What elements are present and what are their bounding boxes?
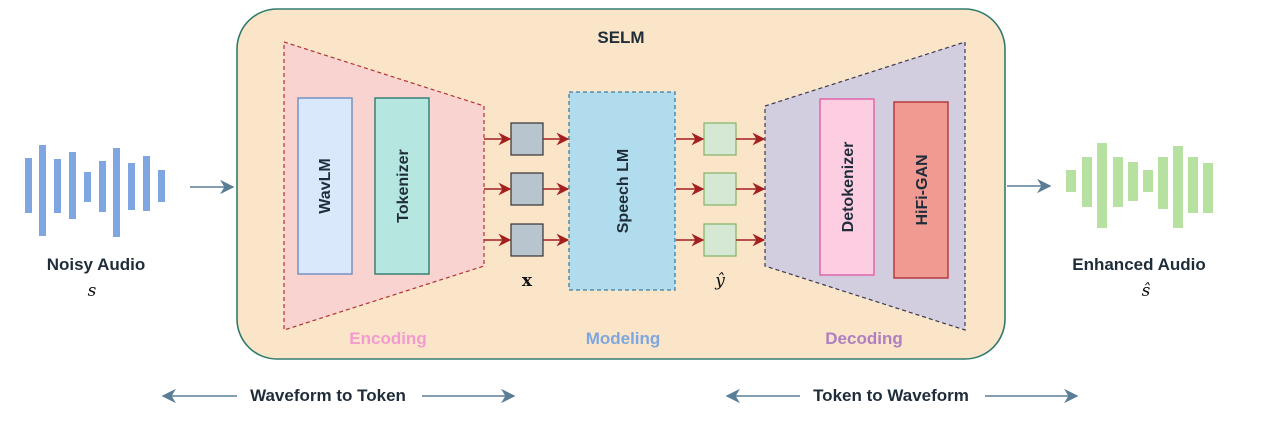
decoding-stage-label: Decoding — [825, 329, 902, 348]
input-token-2 — [510, 172, 544, 206]
enhanced-audio-label: Enhanced Audio — [1072, 255, 1206, 274]
token-to-waveform-label: Token to Waveform — [813, 386, 969, 405]
noisy-waveform-icon — [25, 145, 165, 237]
speech-lm-block — [568, 91, 676, 291]
detokenizer-label: Detokenizer — [840, 142, 857, 233]
enhanced-audio-symbol: ŝ — [1142, 281, 1151, 301]
input-token-3 — [510, 223, 544, 257]
wavlm-label: WavLM — [317, 158, 334, 213]
tokenizer-block — [374, 97, 430, 275]
speech-lm-label: Speech LM — [615, 149, 632, 233]
detokenizer-block — [819, 98, 875, 276]
hifigan-label: HiFi-GAN — [914, 154, 931, 225]
tokenizer-label: Tokenizer — [395, 149, 412, 223]
waveform-to-token-label: Waveform to Token — [250, 386, 406, 405]
encoding-to-token-arrows — [484, 132, 766, 247]
modeling-stage-label: Modeling — [586, 329, 661, 348]
output-token-2 — [703, 172, 737, 206]
output-token-1 — [703, 122, 737, 156]
encoding-stage-label: Encoding — [349, 329, 426, 348]
noisy-audio-symbol: s — [88, 281, 97, 301]
enhanced-waveform-icon — [1066, 143, 1213, 228]
output-token-symbol: ŷ — [714, 271, 725, 291]
output-token-3 — [703, 223, 737, 257]
input-token-1 — [510, 122, 544, 156]
selm-title: SELM — [597, 28, 644, 47]
wavlm-block — [297, 97, 353, 275]
hifigan-block — [893, 101, 949, 279]
input-token-symbol: x — [522, 271, 533, 291]
noisy-audio-label: Noisy Audio — [47, 255, 146, 274]
